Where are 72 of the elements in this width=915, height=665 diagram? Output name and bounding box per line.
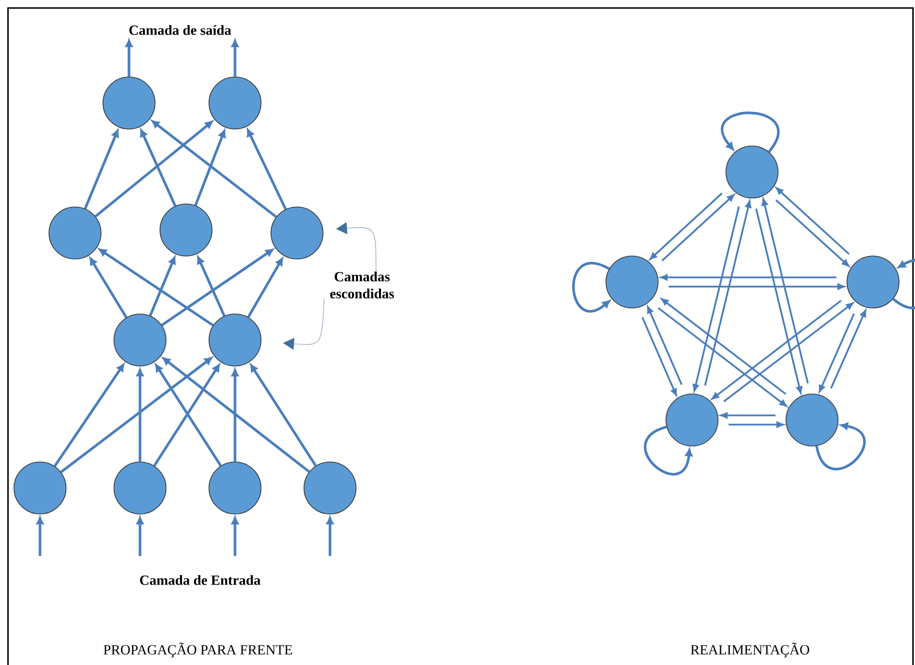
layer-label: Camada de Entrada — [140, 575, 260, 585]
arrow — [660, 274, 836, 280]
neuron-circle — [726, 146, 778, 198]
arrow — [762, 198, 809, 384]
neuron-circle — [114, 314, 166, 366]
arrow — [54, 364, 124, 467]
arrow — [830, 310, 866, 389]
neuron-circle — [160, 204, 212, 256]
arrow — [642, 317, 677, 396]
arrow — [776, 187, 850, 255]
arrow — [668, 284, 845, 290]
neuron-circle — [270, 206, 324, 260]
arrow — [152, 120, 277, 218]
arrow — [231, 368, 239, 462]
arrow — [231, 516, 239, 556]
arrow — [98, 248, 214, 326]
arrow — [231, 40, 239, 77]
arrow — [60, 357, 212, 474]
arrow — [755, 208, 802, 394]
neuron-circle — [786, 394, 838, 446]
arrow — [247, 258, 284, 318]
panel-label: REALIMENTAÇÃO — [690, 642, 810, 658]
arrow — [148, 256, 176, 316]
layer-label: Camada de saída — [129, 25, 232, 35]
self-loop-arrow — [572, 262, 610, 312]
self-loop-arrow — [721, 112, 780, 152]
callout-text: Camadas escondidas — [330, 272, 394, 298]
arrow — [712, 300, 842, 400]
neuron-circle — [666, 394, 718, 446]
leader-line — [283, 298, 324, 350]
neuron-circle — [48, 206, 102, 260]
arrow — [140, 129, 176, 206]
arrow — [818, 313, 855, 392]
neuron-circle — [208, 462, 262, 514]
arrow — [94, 120, 213, 218]
neuron-circle — [208, 314, 262, 366]
arrow — [661, 298, 786, 395]
leader-line — [336, 222, 376, 272]
arrow — [720, 412, 776, 418]
neuron-circle — [102, 76, 156, 130]
arrow — [136, 516, 144, 556]
arrow — [647, 306, 682, 385]
arrow — [246, 128, 287, 210]
arrow — [650, 192, 723, 260]
neuron-circle — [606, 256, 658, 308]
arrow — [326, 516, 334, 556]
panel-label: PROPAGAÇÃO PARA FRENTE — [104, 642, 292, 658]
neuron-circle — [14, 462, 66, 514]
arrow — [692, 206, 740, 392]
arrow — [136, 368, 144, 462]
arrow — [84, 130, 119, 210]
arrow — [723, 302, 854, 402]
arrow — [125, 40, 133, 77]
neuron-circle — [846, 256, 900, 308]
arrow — [194, 130, 226, 206]
arrow — [90, 258, 128, 318]
self-loop-arrow — [815, 422, 866, 470]
arrow — [661, 194, 734, 262]
arrow — [250, 364, 317, 466]
arrow — [728, 422, 784, 428]
arrow — [775, 199, 850, 267]
arrow — [36, 516, 44, 556]
self-loop-arrow — [892, 259, 915, 310]
arrow — [162, 357, 310, 473]
neuron-circle — [208, 76, 262, 130]
neuron-circle — [304, 462, 356, 514]
arrow — [658, 307, 787, 407]
arrow — [197, 256, 226, 316]
arrow — [704, 200, 752, 386]
arrow — [161, 248, 274, 326]
neuron-circle — [114, 462, 166, 514]
self-loop-arrow — [644, 426, 692, 476]
